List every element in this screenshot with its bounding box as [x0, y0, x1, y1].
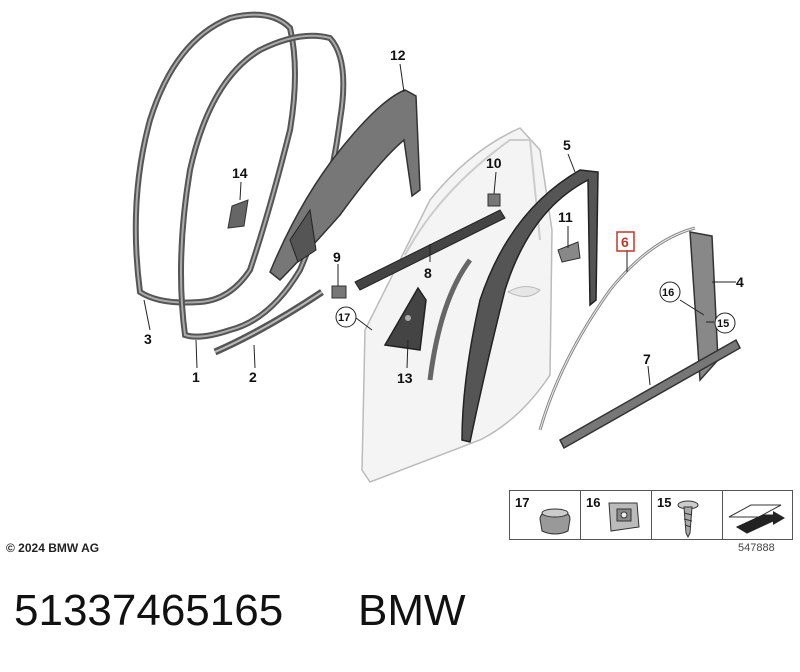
- clip-10: [487, 193, 501, 207]
- legend-number-16: 16: [586, 495, 601, 510]
- outer-strip-7: [559, 338, 741, 450]
- sill-seal-2: [213, 289, 324, 356]
- part-number: 51337465165: [14, 586, 284, 635]
- door-panel: [361, 127, 553, 483]
- callout-8: 8: [424, 265, 432, 281]
- callout-12: 12: [390, 47, 406, 63]
- callout-7: 7: [643, 351, 651, 367]
- callout-4: 4: [736, 274, 744, 290]
- clip-nut-icon: [608, 502, 640, 532]
- fastener-legend: 17 16 15: [509, 490, 793, 540]
- callout-13: 13: [397, 370, 413, 386]
- expansion-nut-icon: [539, 508, 571, 535]
- drawing-number: 547888: [738, 542, 775, 554]
- legend-number-17: 17: [515, 495, 530, 510]
- callout-1: 1: [192, 369, 200, 385]
- callout-16: 16: [662, 287, 674, 299]
- parts-diagram: 12 14 10 5 11 9 8 3 1 2 13 7 4 6 17 16 1…: [132, 11, 744, 483]
- callout-11: 11: [558, 209, 573, 225]
- callout-10: 10: [486, 155, 502, 171]
- callout-2: 2: [249, 369, 257, 385]
- callout-14: 14: [232, 165, 248, 181]
- legend-cell-17: 17: [510, 491, 581, 539]
- callout-6: 6: [621, 234, 629, 250]
- brand-name: BMW: [358, 586, 466, 635]
- legend-number-15: 15: [657, 495, 672, 510]
- callout-15: 15: [717, 318, 729, 330]
- legend-cell-arrow: [723, 491, 792, 539]
- door-window-frame: [404, 139, 541, 256]
- callout-5: 5: [563, 137, 571, 153]
- callout-17: 17: [338, 312, 350, 324]
- callout-3: 3: [144, 331, 152, 347]
- clip-9: [331, 285, 347, 299]
- door-seal-3: [132, 11, 298, 306]
- clip-14: [227, 199, 249, 229]
- window-channel-5: [461, 169, 599, 443]
- copyright-text: © 2024 BMW AG: [6, 541, 100, 555]
- door-handle: [506, 286, 541, 297]
- clip-11: [557, 241, 581, 263]
- callout-6-highlight: [616, 231, 635, 252]
- callout-9: 9: [333, 249, 341, 265]
- screw-icon: [677, 500, 699, 539]
- legend-cell-15: 15: [652, 491, 723, 539]
- legend-cell-16: 16: [581, 491, 652, 539]
- front-direction-arrow-icon: [728, 504, 785, 534]
